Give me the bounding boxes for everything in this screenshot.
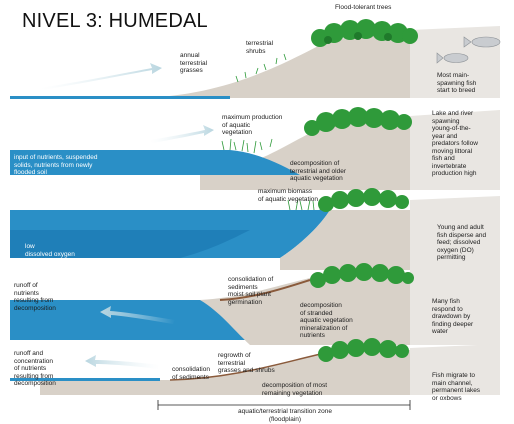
panel-2-water bbox=[10, 150, 300, 175]
panel-4-water bbox=[10, 300, 248, 340]
label-panel-2-fish: Lake and river spawning young-of-the- ye… bbox=[432, 110, 478, 177]
panel-3 bbox=[10, 188, 500, 270]
panel-5-backdrop bbox=[410, 344, 500, 395]
label-panel-1-fish: Most main- spawning fish start to breed bbox=[437, 72, 477, 94]
panel-2-arrow bbox=[150, 125, 214, 143]
label-stranded-vegetation: decomposition of stranded aquatic vegeta… bbox=[300, 302, 353, 339]
label-regrowth: regrowth of terrestrial grasses and shru… bbox=[218, 352, 275, 374]
panel-2 bbox=[10, 107, 500, 190]
label-runoff-concentration: runoff and concentration of nutrients re… bbox=[14, 350, 56, 387]
label-flood-tolerant-trees: Flood-tolerant trees bbox=[335, 4, 392, 11]
label-consolidation-sediments: consolidation of sediments bbox=[172, 366, 210, 381]
label-transition-zone: aquatic/terrestrial transition zone (flo… bbox=[238, 408, 332, 423]
floodplain-bracket bbox=[157, 400, 411, 410]
panel-3-trees bbox=[318, 188, 409, 212]
panel-1 bbox=[10, 19, 501, 99]
label-panel-3-fish: Young and adult fish disperse and feed; … bbox=[437, 224, 487, 261]
panel-1-land bbox=[20, 30, 410, 98]
label-runoff: runoff of nutrients resulting from decom… bbox=[14, 282, 56, 312]
panel-5-water-line bbox=[10, 378, 160, 381]
panel-3-land bbox=[280, 210, 410, 270]
panel-1-arrow bbox=[40, 63, 162, 90]
panel-4-backdrop bbox=[410, 266, 500, 345]
panel-5-arrow bbox=[85, 355, 160, 369]
panel-5 bbox=[10, 338, 500, 410]
label-consolidation: consolidation of sediments moist soil pl… bbox=[228, 276, 274, 306]
panel-4-land bbox=[200, 272, 410, 345]
panel-2-backdrop bbox=[410, 110, 500, 190]
panel-1-water-line bbox=[10, 96, 230, 99]
label-decomposition-remaining: decomposition of most remaining vegetati… bbox=[262, 382, 328, 397]
label-panel-5-fish: Fish migrate to main channel, permanent … bbox=[432, 372, 481, 402]
panel-5-land bbox=[40, 350, 410, 395]
label-max-biomass: maximum biomass of aquatic vegetation bbox=[258, 188, 318, 203]
label-terrestrial-shrubs: terrestrial shrubs bbox=[246, 40, 274, 55]
panel-2-aquatic-plants bbox=[221, 138, 273, 154]
label-low-oxygen: low dissolved oxygen bbox=[25, 243, 75, 258]
label-panel-4-fish: Many fish respond to drawdown by finding… bbox=[432, 298, 474, 335]
page-title: NIVEL 3: HUMEDAL bbox=[22, 10, 208, 32]
fish-icon-1 bbox=[463, 36, 501, 48]
panel-5-trees bbox=[318, 338, 409, 362]
fish-icon-2 bbox=[436, 52, 469, 64]
panel-1-grasses bbox=[235, 53, 287, 83]
panel-4-trees bbox=[310, 263, 414, 288]
label-input-nutrients: input of nutrients, suspended solids, nu… bbox=[14, 154, 98, 176]
panel-2-trees bbox=[304, 107, 412, 136]
label-max-production: maximum production of aquatic vegetation bbox=[222, 114, 283, 136]
panel-3-deep bbox=[10, 230, 250, 258]
panel-4-arrow bbox=[100, 306, 175, 324]
panel-5-mud bbox=[169, 351, 331, 381]
panel-3-backdrop bbox=[410, 196, 500, 270]
panel-4-mud bbox=[219, 279, 311, 301]
label-decomposition: decomposition of terrestrial and older a… bbox=[290, 160, 346, 182]
panel-1-tree-shadows bbox=[324, 32, 392, 44]
label-annual-grasses: annual terrestrial grasses bbox=[180, 52, 208, 74]
panel-4 bbox=[10, 263, 500, 345]
